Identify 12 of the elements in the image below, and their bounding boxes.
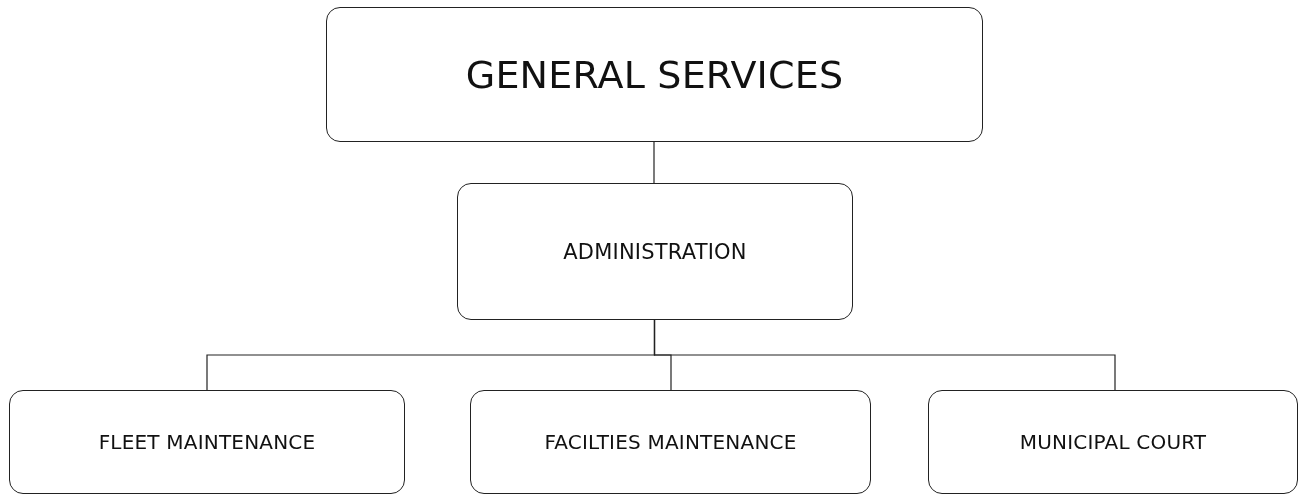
- org-unit-box: [470, 390, 871, 494]
- org-unit-box: [326, 7, 983, 142]
- connector-line: [653, 141, 655, 184]
- unit-name: ADMINISTRATION: [563, 239, 747, 264]
- unit-name: FACILTIES MAINTENANCE: [544, 430, 797, 454]
- connector-line: [653, 319, 1116, 391]
- unit-name: FLEET MAINTENANCE: [98, 430, 316, 454]
- org-unit-box: [9, 390, 405, 494]
- unit-name: GENERAL SERVICES: [465, 52, 844, 97]
- unit-name: MUNICIPAL COURT: [1019, 430, 1207, 454]
- org-unit-box: [457, 183, 853, 320]
- org-unit-box: [928, 390, 1298, 494]
